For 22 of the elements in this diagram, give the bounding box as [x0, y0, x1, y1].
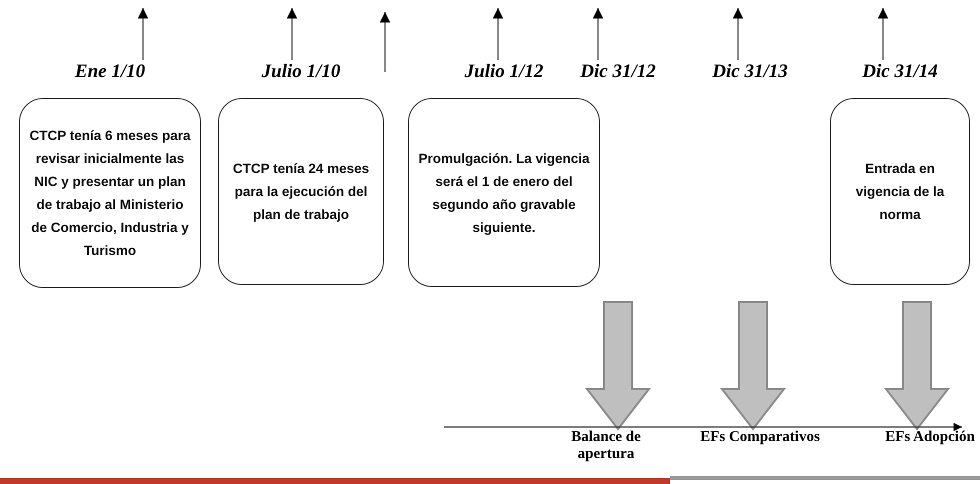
- block-arrow: [720, 301, 786, 431]
- date-label: Julio 1/10: [262, 60, 340, 84]
- timeline-label: EFs Comparativos: [700, 429, 820, 446]
- arrow: [878, 8, 888, 60]
- event-description: CTCP tenía 24 meses para la ejecución del plan de trabajo: [232, 160, 370, 224]
- date-label: Dic 31/14: [862, 60, 938, 84]
- timeline-label: Balance de apertura: [570, 429, 642, 463]
- date-label: Dic 31/12: [580, 60, 656, 84]
- date-label: Dic 31/13: [712, 60, 788, 84]
- arrow: [492, 8, 504, 60]
- block-arrow: [584, 301, 652, 431]
- event-description: Entrada en vigencia de la norma: [854, 160, 946, 224]
- block-arrow: [884, 301, 950, 431]
- arrow: [138, 8, 148, 60]
- arrow: [592, 8, 604, 60]
- arrow: [286, 8, 298, 60]
- timeline-label: EFs Adopción: [885, 429, 975, 446]
- date-label: Ene 1/10: [74, 60, 146, 84]
- arrow: [732, 8, 744, 60]
- event-description: Promulgación. La vigencia será el 1 de enero del segundo año gravable siguiente.: [417, 150, 591, 237]
- event-description: CTCP tenía 6 meses para revisar inicialmente las NIC y presentar un plan de trabajo al Ministerio de Comercio, Industria y Turismo: [28, 127, 192, 260]
- date-label: Julio 1/12: [464, 60, 544, 84]
